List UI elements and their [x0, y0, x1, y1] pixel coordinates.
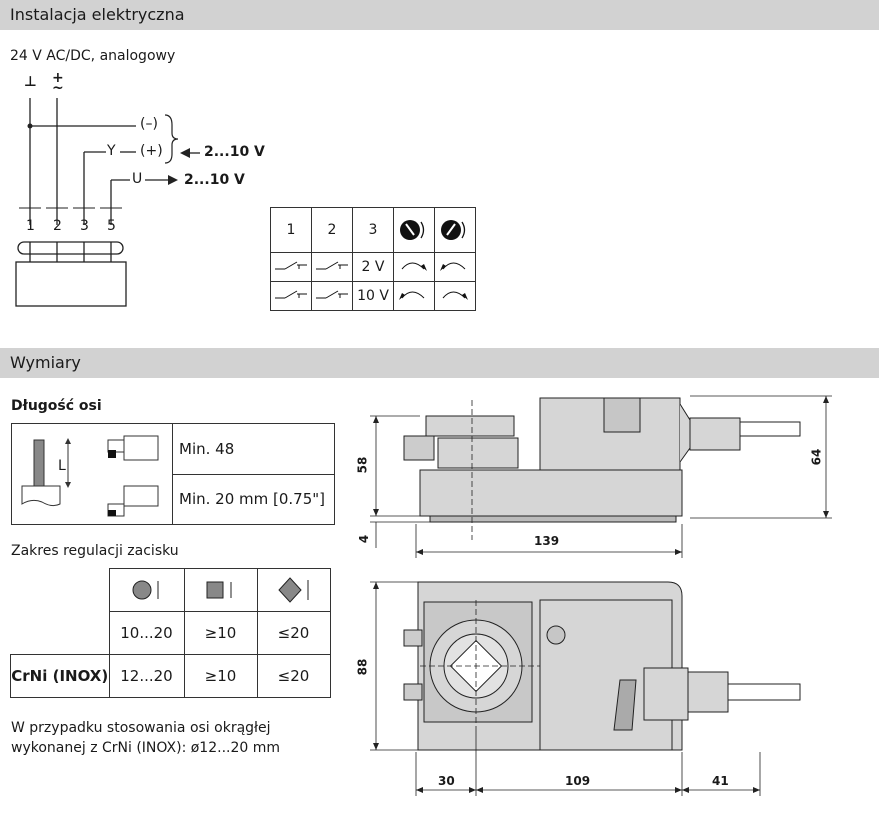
tilde-symbol: ~	[52, 80, 64, 96]
arc-arrow-icon	[434, 281, 476, 311]
diamond-shaft-icon	[256, 568, 331, 612]
terminal-1: 1	[26, 218, 35, 234]
round-shaft-icon	[108, 568, 185, 612]
dim-41: 41	[712, 774, 729, 788]
clamp-value: ≤20	[256, 654, 331, 698]
switch-off-icon	[270, 252, 312, 282]
supply-label: 24 V AC/DC, analogowy	[10, 48, 176, 64]
voltage-10v: 10 V	[352, 281, 394, 311]
note-line-1: W przypadku stosowania osi okrągłej	[11, 720, 271, 736]
shaft-min-48: Min. 48	[172, 423, 335, 475]
minus-symbol: ⊥	[24, 74, 37, 90]
shaft-length-title: Długość osi	[11, 398, 102, 414]
dim-88: 88	[355, 658, 370, 676]
dim-58: 58	[355, 456, 370, 474]
shaft-dim-label: L	[58, 458, 66, 474]
dim-139: 139	[534, 534, 560, 548]
section-header-dimensions: Wymiary	[0, 348, 879, 378]
clamp-value: 12...20	[108, 654, 185, 698]
arc-arrow-icon	[434, 252, 476, 282]
terminal-3: 3	[80, 218, 89, 234]
neg-label: (–)	[140, 116, 158, 132]
section-header-electrical: Instalacja elektryczna	[0, 0, 879, 30]
clamp-value: ≥10	[183, 654, 258, 698]
dim-4: 4	[357, 534, 372, 544]
rotation-ccw-icon	[393, 207, 435, 253]
y-label: Y	[107, 143, 116, 159]
switch-table: 1 2 3 2 V	[270, 207, 476, 311]
square-shaft-icon	[183, 568, 258, 612]
shaft-length-table: Min. 48 Min. 20 mm [0.75"]	[11, 423, 335, 525]
terminal-5: 5	[107, 218, 116, 234]
clamp-row-label: CrNi (INOX)	[10, 654, 110, 698]
input-range-label: 2...10 V	[204, 144, 265, 160]
shaft-illustration	[11, 423, 173, 525]
arc-arrow-icon	[393, 281, 435, 311]
clamp-value: ≥10	[183, 611, 258, 655]
dim-109: 109	[565, 774, 591, 788]
dim-30: 30	[438, 774, 455, 788]
header-3: 3	[352, 207, 394, 253]
dim-64: 64	[809, 448, 824, 466]
clamp-title: Zakres regulacji zacisku	[11, 543, 179, 559]
clamp-value: ≤20	[256, 611, 331, 655]
terminal-2: 2	[53, 218, 62, 234]
note-line-2: wykonanej z CrNi (INOX): ø12...20 mm	[11, 740, 281, 756]
u-label: U	[132, 171, 143, 187]
pos-label: (+)	[140, 143, 163, 159]
header-1: 1	[270, 207, 312, 253]
header-2: 2	[311, 207, 353, 253]
shaft-min-20: Min. 20 mm [0.75"]	[172, 473, 335, 525]
output-range-label: 2...10 V	[184, 172, 245, 188]
clamp-table: 10...20 ≥10 ≤20 CrNi (INOX) 12...20 ≥10 …	[10, 568, 331, 698]
switch-off-icon	[311, 281, 353, 311]
clamp-value: 10...20	[108, 611, 185, 655]
plus-symbol: +	[52, 70, 64, 86]
switch-off-icon	[270, 281, 312, 311]
